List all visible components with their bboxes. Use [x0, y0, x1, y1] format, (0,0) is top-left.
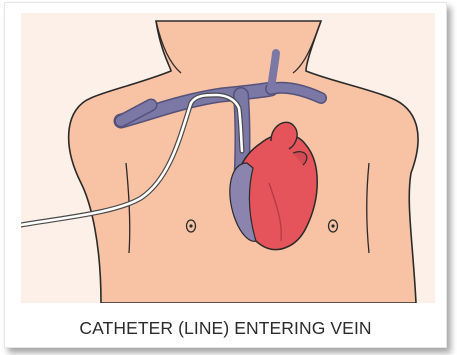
anatomy-illustration: [21, 13, 435, 303]
figure-frame: CATHETER (LINE) ENTERING VEIN: [4, 2, 447, 348]
torso-illustration: [21, 13, 435, 303]
figure-caption: CATHETER (LINE) ENTERING VEIN: [5, 311, 446, 345]
